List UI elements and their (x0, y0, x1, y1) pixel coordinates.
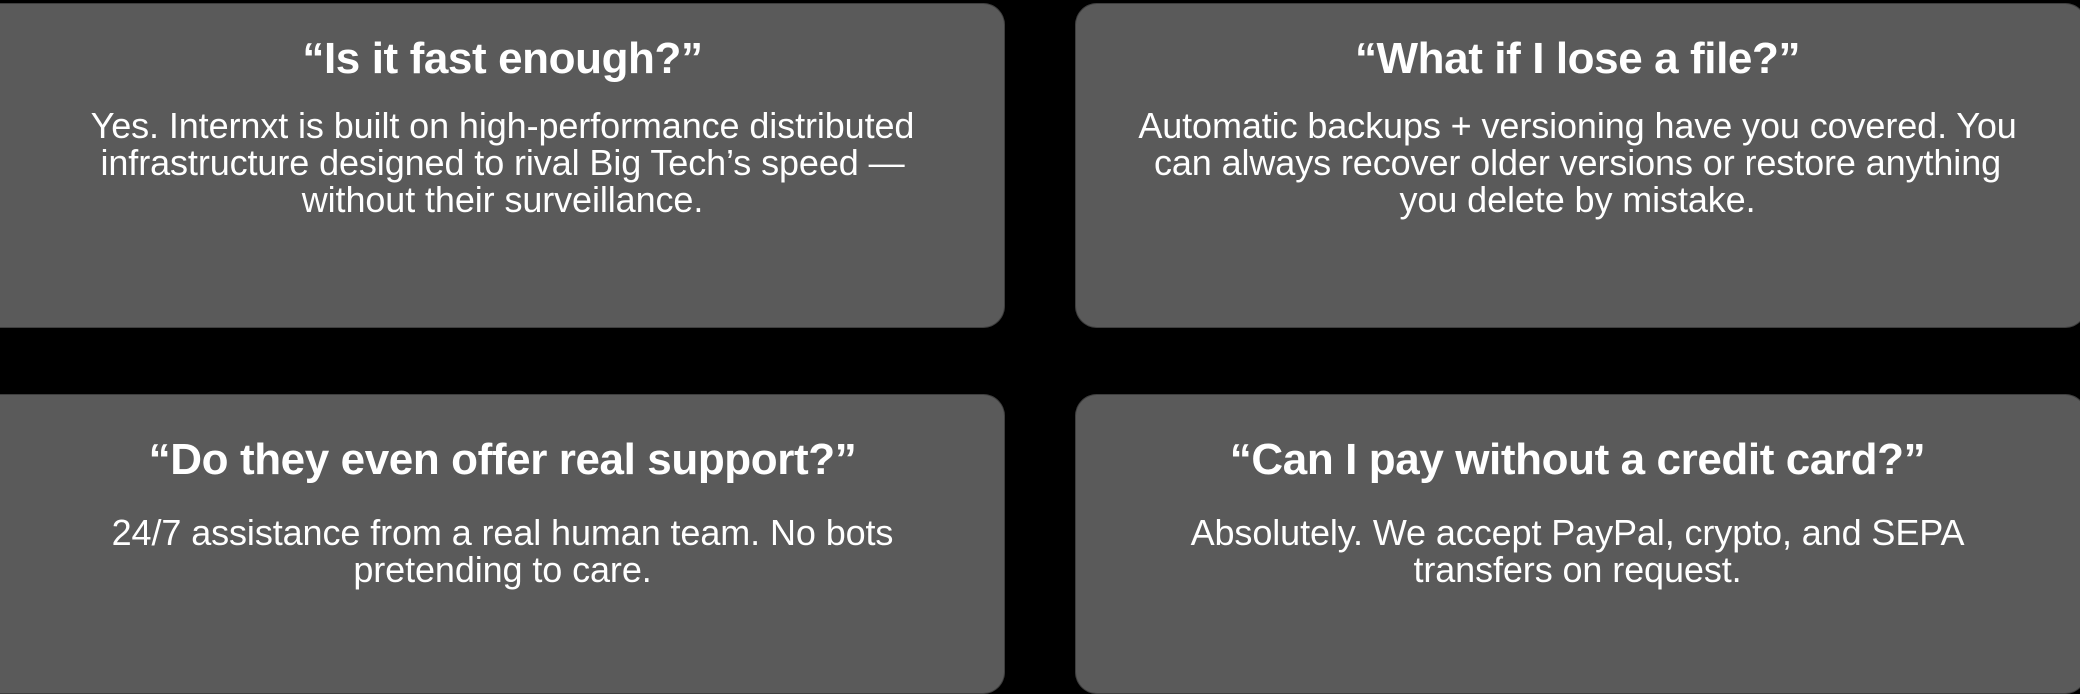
faq-card-speed[interactable]: “Is it fast enough?” Yes. Internxt is bu… (0, 3, 1005, 328)
faq-card-support[interactable]: “Do they even offer real support?” 24/7 … (0, 394, 1005, 694)
faq-answer-speed: Yes. Internxt is built on high-performan… (90, 105, 915, 220)
faq-card-grid: “Is it fast enough?” Yes. Internxt is bu… (0, 3, 2080, 694)
faq-question-speed: “Is it fast enough?” (302, 34, 703, 83)
faq-answer-lost-file: Automatic backups + versioning have you … (1138, 105, 2017, 220)
faq-answer-support: 24/7 assistance from a real human team. … (111, 512, 894, 590)
faq-question-support: “Do they even offer real support?” (148, 435, 857, 484)
faq-card-payment[interactable]: “Can I pay without a credit card?” Absol… (1075, 394, 2080, 694)
faq-question-lost-file: “What if I lose a file?” (1354, 34, 1801, 83)
faq-card-lost-file[interactable]: “What if I lose a file?” Automatic backu… (1075, 3, 2080, 328)
faq-question-payment: “Can I pay without a credit card?” (1229, 435, 1926, 484)
faq-answer-payment: Absolutely. We accept PayPal, crypto, an… (1190, 512, 1965, 590)
